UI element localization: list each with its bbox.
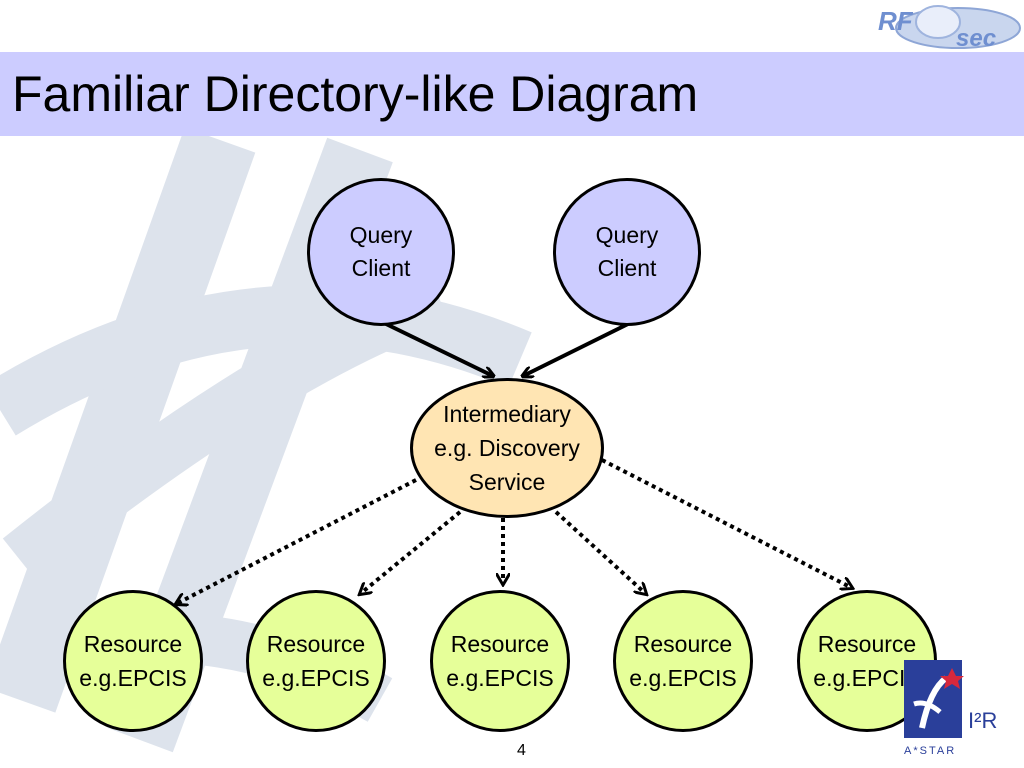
client-2-arrow [523, 320, 633, 376]
astar-text: A*STAR [904, 745, 956, 757]
node-label-line: e.g. Discovery [434, 435, 580, 461]
title-band [0, 52, 1024, 136]
node-label-line: Client [351, 255, 411, 281]
query-client-node: Query Client [553, 178, 701, 326]
node-label-line: Client [597, 255, 657, 281]
intermediary-node: Intermediary e.g. Discovery Service [410, 378, 604, 518]
slide-title: Familiar Directory-like Diagram [12, 66, 699, 122]
resource-node: Resource e.g.EPCIS [63, 590, 203, 732]
i2r-text: I²R [968, 708, 997, 733]
resource-5-arrow [601, 458, 852, 588]
svg-text:sec: sec [956, 25, 996, 52]
query-client-node: Query Client [307, 178, 455, 326]
node-label-line: e.g.EPCIS [79, 665, 187, 691]
resource-node: Resource e.g.EPCIS [246, 590, 386, 732]
node-label-line: e.g.EPCIS [629, 665, 737, 691]
resource-node: Resource e.g.EPCIS [613, 590, 753, 732]
node-label-line: Resource [83, 631, 183, 657]
node-label-line: Query [349, 222, 413, 248]
page-number: 4 [517, 742, 526, 759]
client-1-arrow [381, 320, 493, 376]
resource-1-arrow [176, 478, 417, 604]
node-label-line: e.g.EPCIS [262, 665, 370, 691]
node-label-line: Resource [450, 631, 550, 657]
node-label-line: Resource [266, 631, 366, 657]
resource-2-arrow [360, 510, 462, 594]
resource-node: Resource e.g.EPCIS [430, 590, 570, 732]
node-label-line: Query [595, 222, 659, 248]
node-label-line: Service [468, 469, 546, 495]
node-label-line: e.g.EPCIS [813, 665, 921, 691]
node-label-line: Resource [633, 631, 733, 657]
rfsec-logo: RF sec [878, 5, 1021, 52]
node-label-line: e.g.EPCIS [446, 665, 554, 691]
i2r-astar-logo: I²R A*STAR [904, 660, 997, 757]
node-label-line: Resource [817, 631, 917, 657]
svg-text:RF: RF [878, 6, 914, 36]
resource-4-arrow [554, 510, 646, 594]
node-label-line: Intermediary [443, 401, 571, 427]
